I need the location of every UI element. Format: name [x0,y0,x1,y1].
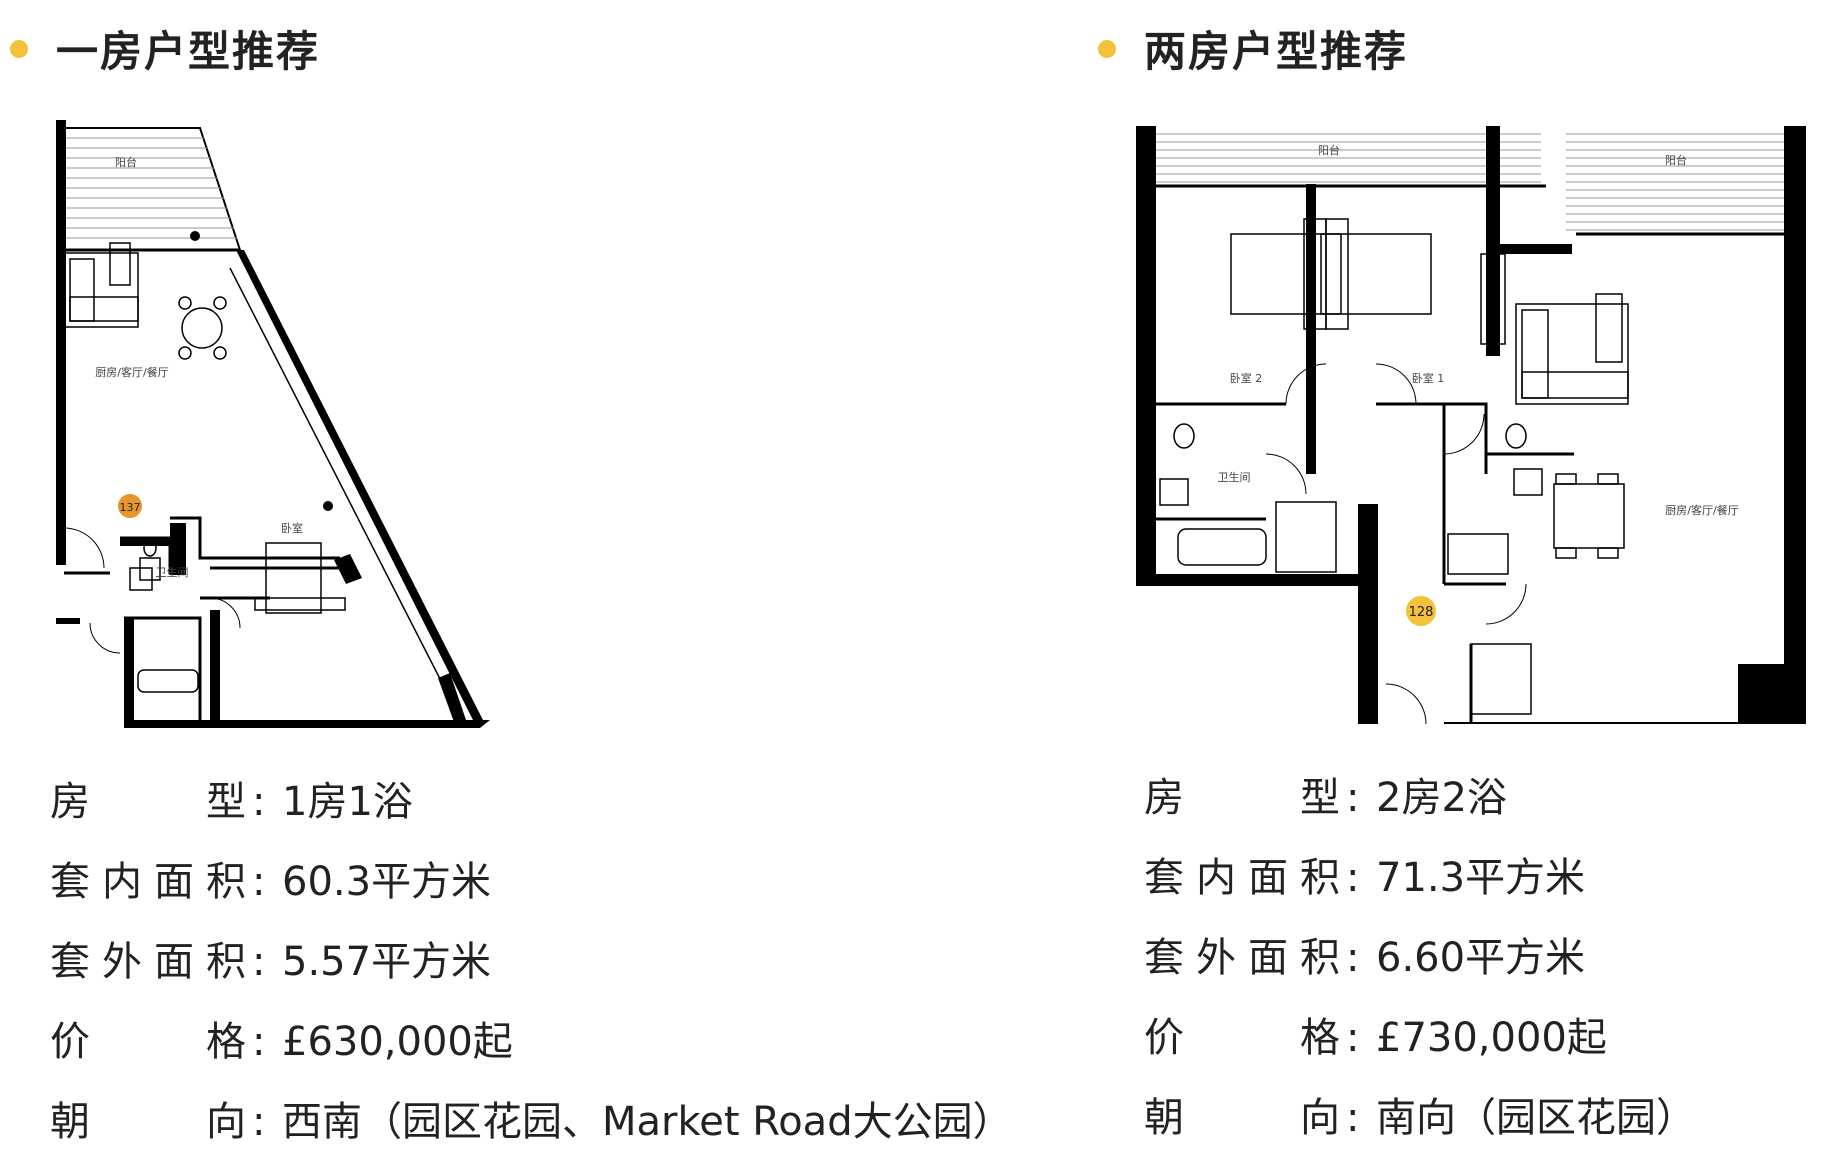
sofa-icon [63,242,139,328]
spec-key: 价 格 [50,1019,246,1065]
spec-colon: : [252,1019,266,1065]
balcony-label: 阳台 [1665,153,1687,167]
bed-icon [254,542,346,614]
balcony-label: 阳台 [1318,143,1340,157]
unit-number: 128 [1409,605,1434,620]
bullet-dot-icon [10,39,28,58]
spec-value: £630,000起 [282,1019,513,1065]
spec-key: 房 型 [50,779,246,825]
spec-key: 套外面积 [1144,935,1340,981]
spec-value: 6.60平方米 [1376,935,1586,981]
spec-row-outer-area: 套外面积:6.60平方米 [1144,918,1696,998]
door-swings [1265,363,1527,724]
exterior-walls [1136,126,1806,724]
unit-badge [1406,596,1436,626]
spec-key: 套外面积 [50,939,246,985]
bedroom-2-label: 卧室 2 [1230,371,1263,385]
one-bedroom-specs: 房 型:1房1浴 套内面积:60.3平方米 套外面积:5.57平方米 价 格:£… [50,762,1013,1162]
bathroom-fixtures [1159,423,1543,715]
spec-key: 价 格 [1144,1015,1340,1061]
spec-value: 西南（园区花园、Market Road大公园） [282,1099,1013,1145]
living-label: 厨房/客厅/餐厅 [95,365,168,379]
spec-colon: : [1346,855,1360,901]
balcony-hatch [63,127,242,251]
spec-key: 房 型 [1144,775,1340,821]
bathroom-fixtures [129,539,199,693]
bathroom-label: 卫生间 [156,565,189,579]
unit-number: 137 [120,501,141,514]
bed-icon [1230,218,1506,345]
spec-row-layout: 房 型:1房1浴 [50,762,1013,842]
spec-value: £730,000起 [1376,1015,1607,1061]
spec-row-orientation: 朝 向: 南向（园区花园） [1144,1078,1696,1158]
dining-table-icon [1553,473,1625,559]
spec-key: 套内面积 [1144,855,1340,901]
balcony-hatch [1156,133,1791,231]
spec-row-inner-area: 套内面积:60.3平方米 [50,842,1013,922]
spec-key: 朝 向 [1144,1095,1340,1141]
bullet-dot-icon [1098,39,1116,58]
spec-value: 1房1浴 [282,779,413,825]
section-title: 两房户型推荐 [1144,27,1409,76]
interior-walls [64,516,340,728]
spec-value: 2房2浴 [1376,775,1507,821]
spec-row-price: 价 格: £630,000起 [50,1002,1013,1082]
spec-colon: : [1346,1095,1360,1141]
spec-colon: : [252,859,266,905]
spec-colon: : [252,779,266,825]
spec-colon: : [1346,775,1360,821]
one-bedroom-heading: 一房户型推荐 [10,18,320,79]
two-bedroom-specs: 房 型:2房2浴 套内面积:71.3平方米 套外面积:6.60平方米 价 格:£… [1144,758,1696,1158]
spec-value: 5.57平方米 [282,939,492,985]
bedroom-label: 卧室 [281,521,303,535]
spec-key: 朝 向 [50,1099,246,1145]
section-title: 一房户型推荐 [56,27,321,76]
door-swings [63,527,241,654]
spec-colon: : [252,1099,266,1145]
two-bedroom-heading: 两房户型推荐 [1098,18,1408,79]
two-bedroom-floor-plan: 128 阳台 阳台 卧室 2 卧室 1 卫生间 厨房/客厅/餐厅 [1136,124,1816,724]
spec-value: 南向（园区花园） [1376,1095,1696,1141]
spec-colon: : [252,939,266,985]
spec-colon: : [1346,1015,1360,1061]
spec-row-outer-area: 套外面积:5.57平方米 [50,922,1013,1002]
spec-row-layout: 房 型:2房2浴 [1144,758,1696,838]
living-label: 厨房/客厅/餐厅 [1665,503,1738,517]
spec-row-orientation: 朝 向: 西南（园区花园、Market Road大公园） [50,1082,1013,1162]
spec-key: 套内面积 [50,859,246,905]
one-bedroom-floor-plan: 137 阳台 厨房/客厅/餐厅 卧室 卫生间 [50,118,500,738]
sofa-icon [1515,293,1629,405]
spec-colon: : [1346,935,1360,981]
unit-badge [118,494,142,518]
spec-row-price: 价 格: £730,000起 [1144,998,1696,1078]
balcony-label: 阳台 [115,155,137,169]
bedroom-1-label: 卧室 1 [1412,371,1445,385]
bathroom-label: 卫生间 [1218,470,1251,484]
spec-value: 71.3平方米 [1376,855,1586,901]
spec-row-inner-area: 套内面积:71.3平方米 [1144,838,1696,918]
dining-table-icon [178,296,227,360]
spec-value: 60.3平方米 [282,859,492,905]
